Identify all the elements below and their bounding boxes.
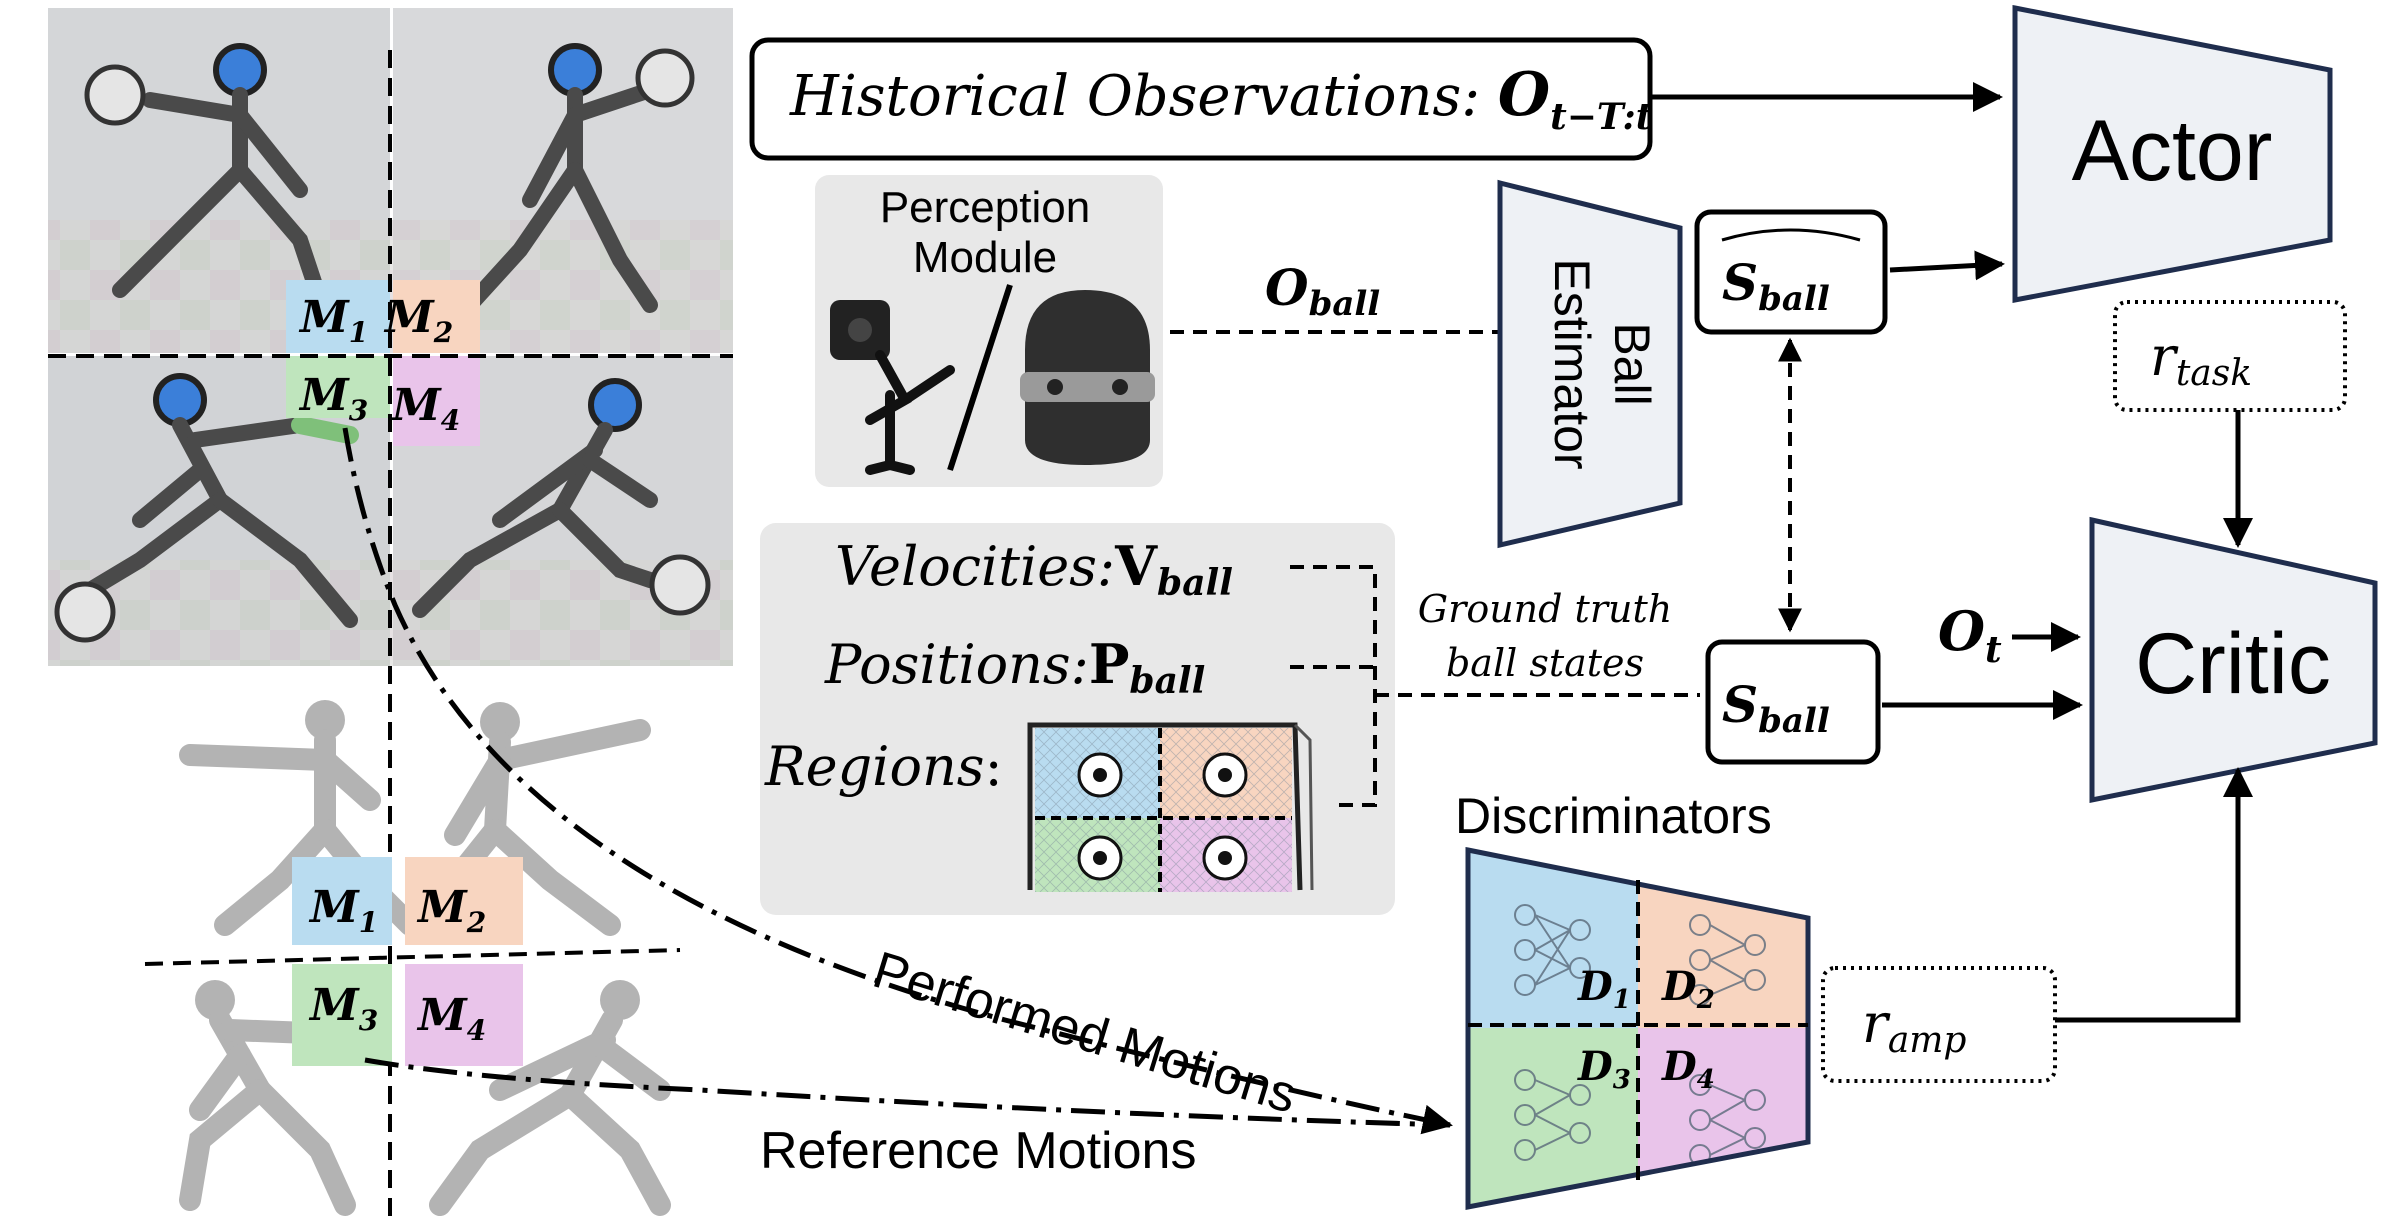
regions-label: Regions: [764,735,1003,798]
o-ball-label: Oball [1265,258,1380,324]
perception-title-line1: Perception [880,183,1090,232]
historical-observations-label: Historical Observations: Ot−T:t [789,60,1653,138]
ground-truth-bracket [1290,565,1700,807]
human-label-m3: M3 [308,980,378,1037]
o-t-label: Ot [1938,599,2002,671]
human-figure-1 [179,700,421,936]
perception-title-line2: Module [913,233,1057,282]
tripod-camera-icon [830,300,955,475]
actor-label: Actor [2072,103,2273,199]
disc-label-d4: D4 [1661,1043,1715,1095]
ball-state-panel: Velocities:Vball Positions:Pball Regions… [760,523,1395,915]
actor-network: Actor [2012,4,2333,304]
goal-regions-icon [1027,722,1314,892]
perception-module-panel: Perception Module [815,175,1163,487]
robot-label-m2: M2 [383,292,453,349]
arrow-ramp-to-critic [2055,767,2253,1023]
positions-label: Positions:Pball [824,632,1205,702]
robot-region-m4 [393,356,480,446]
disc-label-d3: D3 [1577,1043,1631,1095]
discriminators-network: D1 D2 D3 D4 [1465,846,1811,1211]
r-task-box: rtask [2113,300,2347,412]
robot-figure-1 [84,43,328,308]
r-amp-label: ramp [1862,992,1966,1061]
ball-estimator-line1: Ball [1604,322,1660,405]
human-figure-4 [429,980,671,1216]
historical-observations-box: Historical Observations: Ot−T:t [749,37,1653,161]
divider-slash [947,284,1013,471]
robot-label-m4: M4 [390,380,460,437]
neural-net-icon [1514,904,1766,1166]
human-motion-grid: M1 M2 M3 M4 [144,700,681,1216]
estimated-ball-state-box: Sball [1694,209,1888,335]
human-region-m2 [405,857,523,945]
human-label-m1: M1 [308,882,378,939]
performed-motions-curve [342,427,1453,1135]
robot-region-m1 [286,280,390,353]
r-amp-box: ramp [1821,966,2057,1083]
disc-label-d1: D1 [1577,963,1631,1015]
ground-truth-line2: ball states [1446,641,1644,685]
critic-network: Critic [2089,516,2378,804]
velocities-label: Velocities:Vball [835,534,1233,604]
hat-accent [1721,228,1861,242]
reference-motions-curve [364,1057,1451,1128]
robot-label-m3: M3 [298,370,368,427]
disc-label-d2: D2 [1661,963,1715,1015]
robot-region-m2 [393,280,480,353]
human-label-m4: M4 [416,990,486,1047]
robot-label-m1: M1 [298,292,368,349]
critic-label: Critic [2135,616,2331,712]
ground-truth-line1: Ground truth [1418,587,1672,631]
robot-figure-4 [412,378,711,618]
robot-figure-2 [462,43,695,313]
human-label-m2: M2 [416,882,486,939]
robot-photo-grid: M1 M2 M3 M4 [48,8,733,1225]
ball-estimator-network: Ball Estimator [1497,179,1683,549]
robot-figure-3 [54,373,359,643]
human-grid-horizontal-divider [144,948,681,966]
s-hat-label: Sball [1722,253,1830,319]
ground-truth-ball-state-box: Sball [1705,639,1881,765]
reference-motions-label: Reference Motions [760,1122,1196,1180]
ball-estimator-line2: Estimator [1544,258,1600,469]
human-region-m1 [292,857,392,945]
robot-region-m3 [286,356,390,418]
discriminators-title: Discriminators [1455,788,1772,844]
arrow-shat-to-actor [1889,250,2005,281]
human-region-m3 [292,964,392,1066]
r-task-label: rtask [2150,325,2252,394]
performed-motions-label: Performed Motions [866,941,1303,1125]
s-ball-label: Sball [1722,675,1830,741]
human-region-m4 [405,964,523,1066]
human-figure-3 [179,980,371,1216]
helmet-camera-icon [1020,290,1155,465]
